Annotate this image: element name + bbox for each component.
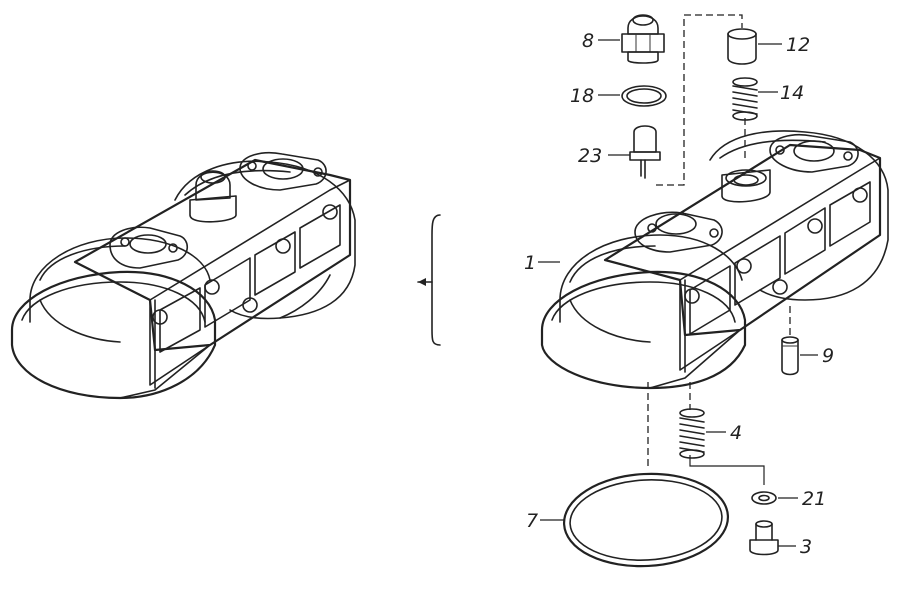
callout-12: 12 xyxy=(758,34,810,56)
callout-7: 7 xyxy=(526,510,564,532)
part-3-valve xyxy=(749,520,779,556)
callout-label-8: 8 xyxy=(582,30,594,52)
callout-label-3: 3 xyxy=(800,536,812,558)
part-14-spring xyxy=(732,77,758,121)
part-4-spring xyxy=(679,408,705,459)
callout-1: 1 xyxy=(524,252,560,274)
callout-18: 18 xyxy=(570,85,620,107)
part-12-sleeve xyxy=(727,28,757,65)
callout-label-23: 23 xyxy=(578,145,602,167)
part-9-pin xyxy=(781,336,799,376)
callout-label-12: 12 xyxy=(786,34,810,56)
part-23-pin xyxy=(629,125,661,179)
assembly-guide-lines xyxy=(647,14,791,485)
part-18-seal-ring xyxy=(621,85,667,107)
callout-label-1: 1 xyxy=(524,252,536,274)
callout-label-14: 14 xyxy=(780,82,804,104)
callout-23: 23 xyxy=(578,145,630,167)
callout-4: 4 xyxy=(706,422,742,444)
callout-label-21: 21 xyxy=(802,488,826,510)
part-7-o-ring xyxy=(562,472,730,568)
assembled-housing xyxy=(10,152,356,400)
part-21-washer xyxy=(751,491,777,505)
callout-14: 14 xyxy=(758,82,804,104)
callout-9: 9 xyxy=(800,345,834,367)
callout-label-7: 7 xyxy=(526,510,538,532)
callout-8: 8 xyxy=(582,30,620,52)
callout-label-4: 4 xyxy=(730,422,742,444)
callout-3: 3 xyxy=(778,536,812,558)
callout-label-9: 9 xyxy=(822,345,834,367)
part-8-plug xyxy=(621,14,665,64)
callout-label-18: 18 xyxy=(570,85,594,107)
assembly-arrow xyxy=(417,214,441,346)
callout-21: 21 xyxy=(778,488,826,510)
housing-part-1 xyxy=(540,130,889,390)
